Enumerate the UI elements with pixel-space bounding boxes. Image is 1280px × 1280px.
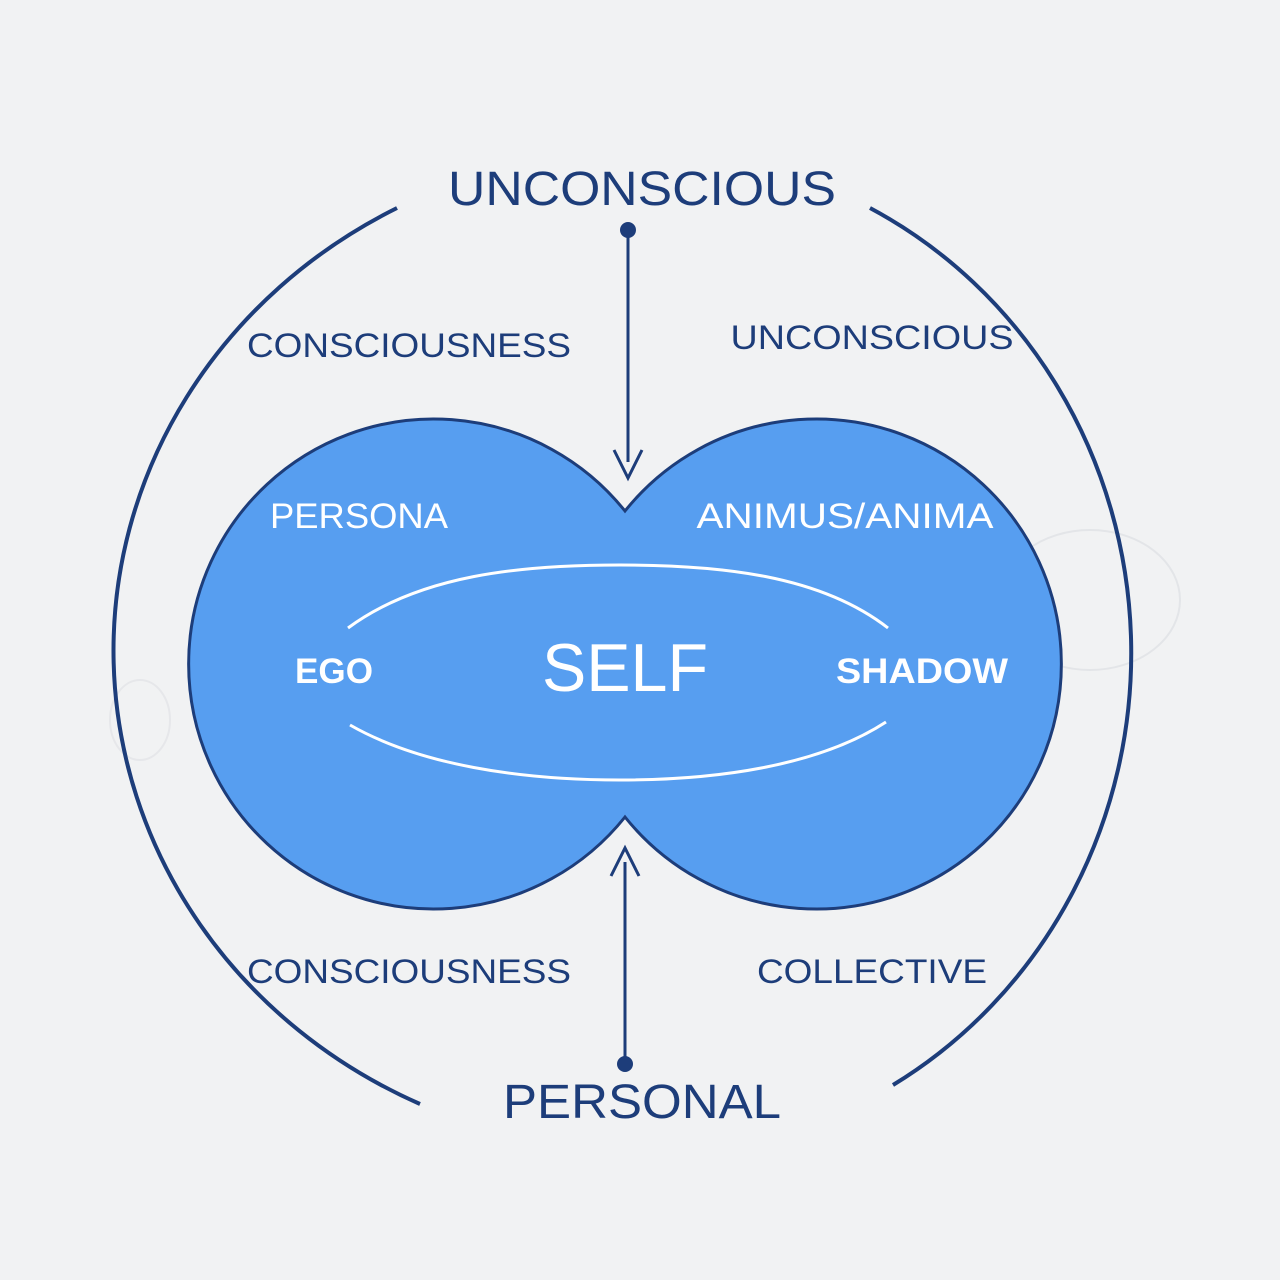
top-title: UNCONSCIOUS xyxy=(448,163,836,216)
label-ego: EGO xyxy=(295,652,373,691)
label-unconscious-top-right: UNCONSCIOUS xyxy=(731,319,1014,357)
outer-arc-right xyxy=(869,206,1134,1087)
psyche-blob xyxy=(187,417,1063,911)
bottom-title: PERSONAL xyxy=(503,1076,781,1129)
self-ellipse-top xyxy=(347,563,889,630)
texture-mark xyxy=(109,679,171,761)
self-ellipse-bottom xyxy=(349,720,887,782)
label-consciousness-top: CONSCIOUSNESS xyxy=(247,327,571,365)
label-animus-anima: ANIMUS/ANIMA xyxy=(697,497,995,536)
label-persona: PERSONA xyxy=(270,497,449,536)
bottom-arrowhead-icon xyxy=(609,844,641,877)
label-shadow: SHADOW xyxy=(836,652,1008,691)
label-collective: COLLECTIVE xyxy=(757,953,987,991)
label-self: SELF xyxy=(542,630,708,706)
label-consciousness-bottom: CONSCIOUSNESS xyxy=(247,953,571,991)
outer-arc-left xyxy=(111,206,421,1106)
top-arrowhead-icon xyxy=(612,449,644,482)
